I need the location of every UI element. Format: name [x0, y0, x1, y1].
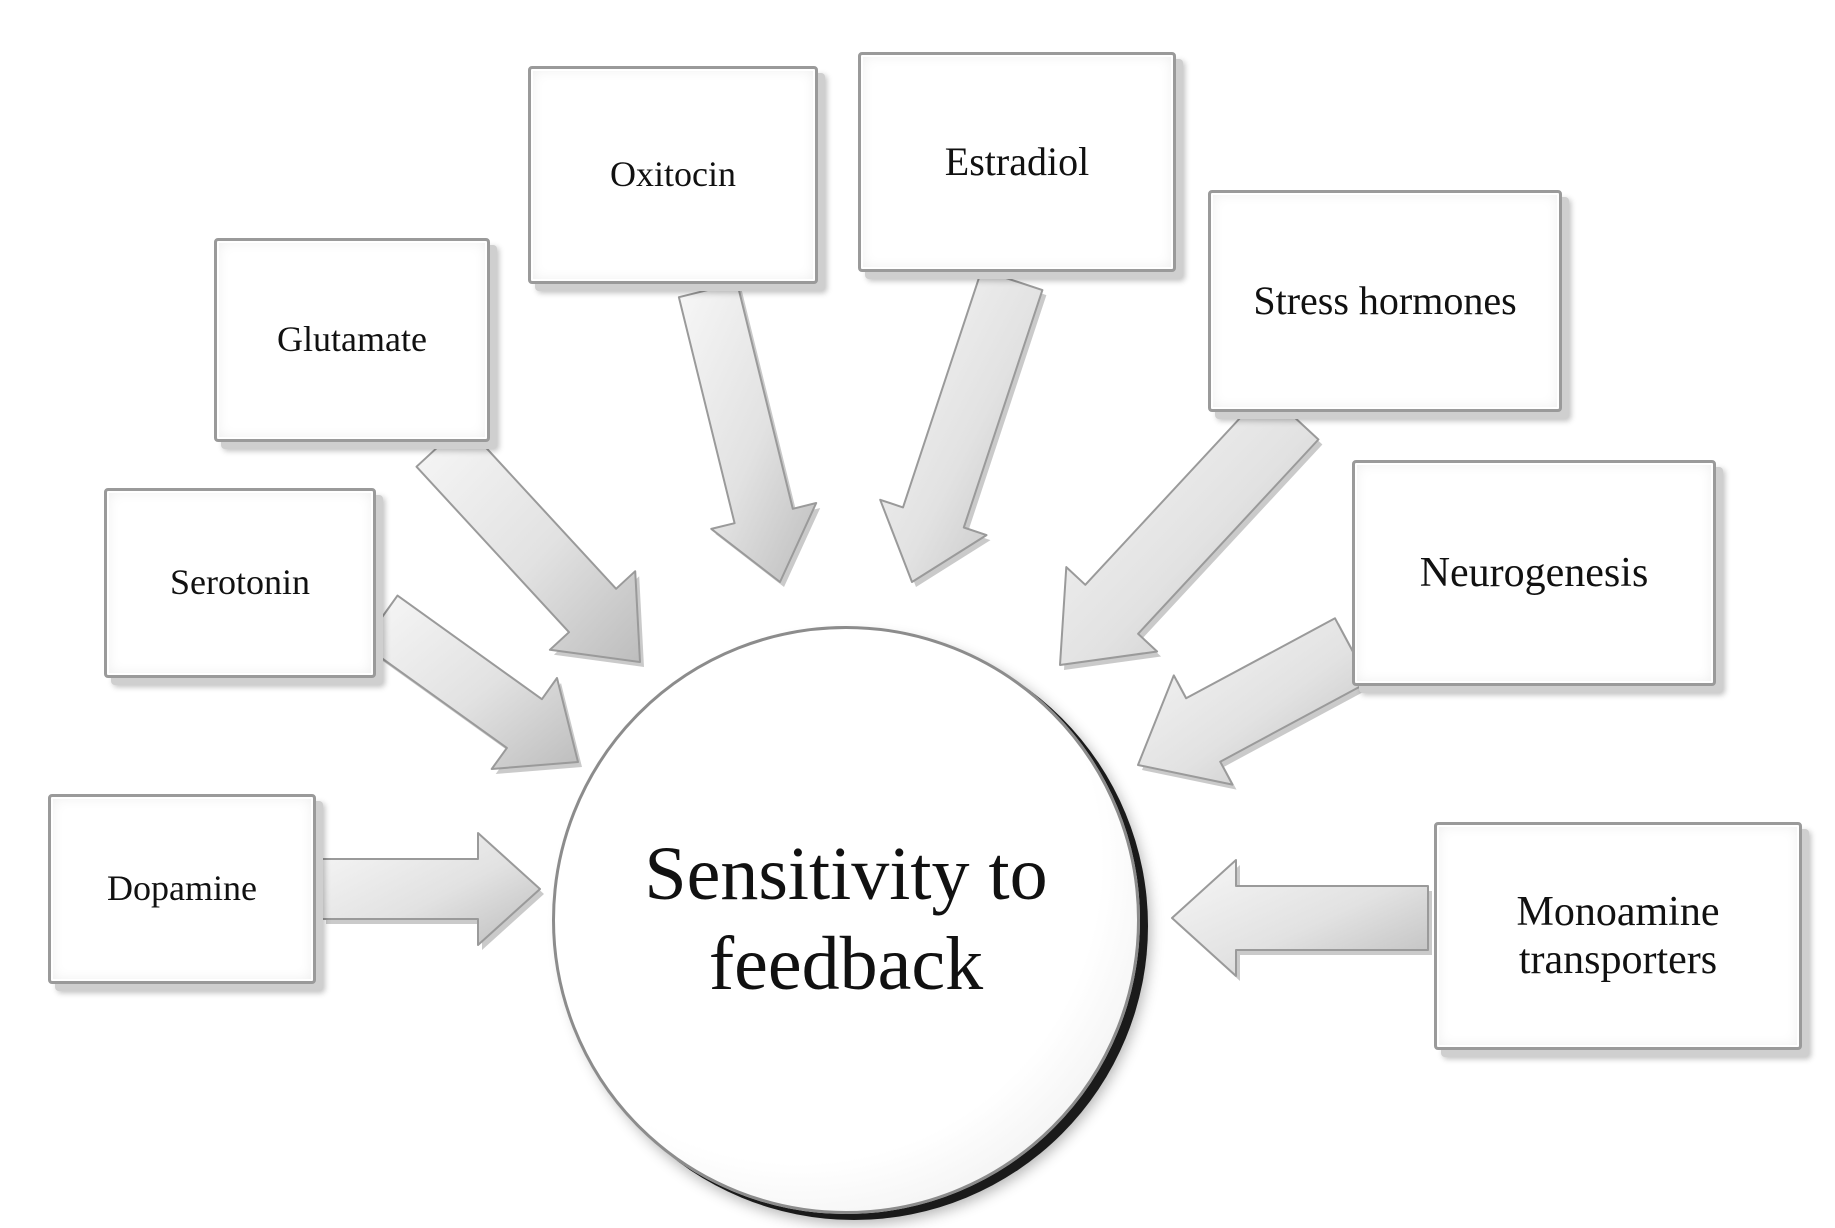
factor-label-dopamine: Dopamine — [107, 868, 257, 909]
factor-box-monoamine-transporters: Monoamine transporters — [1434, 822, 1802, 1050]
factor-box-estradiol: Estradiol — [858, 52, 1176, 272]
factor-label-neurogenesis: Neurogenesis — [1419, 549, 1649, 596]
center-circle: Sensitivity to feedback — [552, 626, 1140, 1214]
factor-box-neurogenesis: Neurogenesis — [1352, 460, 1716, 686]
factor-box-oxitocin: Oxitocin — [528, 66, 818, 284]
factor-label-glutamate: Glutamate — [277, 319, 427, 360]
factor-label-stress-hormones: Stress hormones — [1253, 278, 1517, 323]
arrow-dopamine — [321, 832, 541, 946]
arrow-estradiol — [879, 268, 1044, 583]
factor-box-dopamine: Dopamine — [48, 794, 316, 984]
arrow-stress-hormones — [1059, 389, 1320, 666]
factor-label-oxitocin: Oxitocin — [610, 154, 736, 195]
arrow-neurogenesis — [1137, 617, 1370, 786]
arrow-oxitocin — [677, 281, 818, 583]
arrow-serotonin — [361, 594, 579, 770]
factor-box-serotonin: Serotonin — [104, 488, 376, 678]
factor-box-glutamate: Glutamate — [214, 238, 490, 442]
factor-label-serotonin: Serotonin — [170, 562, 310, 603]
factor-label-monoamine-transporters: Monoamine transporters — [1516, 888, 1720, 983]
arrow-monoamine-transporters — [1171, 859, 1429, 977]
arrow-glutamate — [415, 422, 641, 663]
factor-label-estradiol: Estradiol — [944, 139, 1090, 184]
center-label: Sensitivity to feedback — [644, 832, 1048, 1006]
factor-box-stress-hormones: Stress hormones — [1208, 190, 1562, 412]
